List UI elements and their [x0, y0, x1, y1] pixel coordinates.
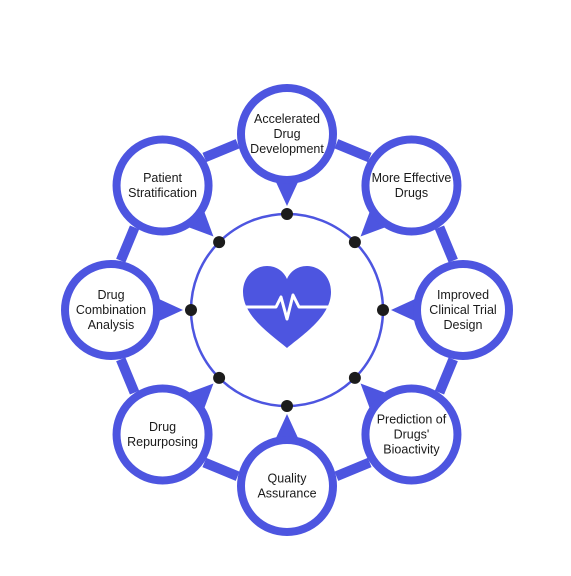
node-label-line: Quality	[268, 472, 308, 486]
node-circle	[237, 84, 337, 184]
ring-dot	[281, 400, 293, 412]
node-label-line: Design	[444, 318, 483, 332]
node-label-line: Drug	[97, 288, 124, 302]
node-label-line: Analysis	[88, 318, 135, 332]
node-label-line: Repurposing	[127, 435, 198, 449]
ring-dot	[213, 371, 226, 384]
ring-dot	[348, 371, 361, 384]
node-label-line: More Effective	[372, 171, 452, 185]
node-label-line: Stratification	[128, 186, 197, 200]
node-connector	[202, 457, 240, 481]
ring-dot	[213, 236, 226, 249]
node-label-line: Accelerated	[254, 112, 320, 126]
node-label-line: Prediction of	[377, 412, 447, 426]
node-connector	[202, 139, 240, 163]
ring-dot	[348, 236, 361, 249]
ring-dot	[281, 208, 293, 220]
node-label-line: Improved	[437, 288, 489, 302]
outer-connectors	[116, 139, 458, 481]
node-connector	[334, 139, 372, 163]
node-circle	[112, 384, 213, 485]
ring-dots	[185, 208, 389, 412]
ring-dot	[185, 304, 197, 316]
node-label-line: Clinical Trial	[429, 303, 496, 317]
node-label-line: Assurance	[257, 487, 316, 501]
node-circle	[61, 260, 161, 360]
node-circle	[237, 436, 337, 536]
node-connector	[434, 225, 458, 263]
pulse-line	[244, 293, 330, 321]
node-label-line: Drugs'	[394, 427, 430, 441]
heart-shape	[243, 266, 331, 348]
node-label-line: Patient	[143, 171, 182, 185]
heart-pulse-icon	[243, 266, 331, 348]
node-label-line: Drug	[149, 420, 176, 434]
node-label-line: Bioactivity	[383, 442, 440, 456]
node-circle	[361, 135, 462, 236]
node-connector	[434, 357, 458, 395]
node-circle	[112, 135, 213, 236]
node-label-line: Combination	[76, 303, 146, 317]
node-connector	[116, 357, 140, 395]
node-circle	[413, 260, 513, 360]
node-connector	[334, 457, 372, 481]
node-label-line: Drugs	[395, 186, 428, 200]
node-circle	[361, 384, 462, 485]
ring-dot	[377, 304, 389, 316]
node-label-line: Development	[250, 142, 324, 156]
node-label-line: Drug	[273, 127, 300, 141]
node-connector	[116, 225, 140, 263]
